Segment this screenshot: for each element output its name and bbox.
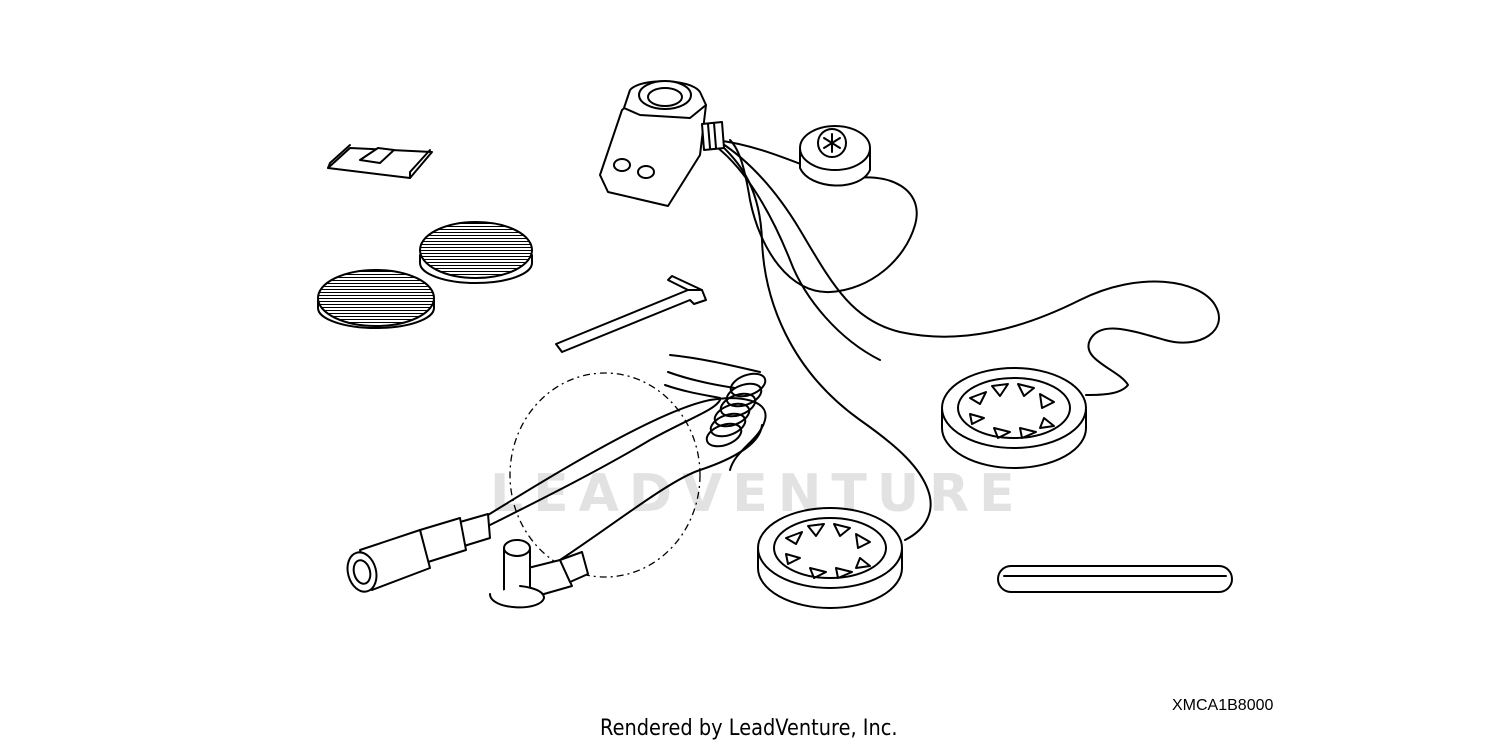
microphone-part (799, 125, 871, 187)
connector-plug-part (346, 513, 491, 593)
wiring-harness (714, 139, 1220, 541)
control-unit-part (599, 80, 725, 207)
foam-strip-part (997, 565, 1233, 593)
coiled-cable-part (479, 354, 767, 578)
hex-key-part (555, 275, 707, 353)
watermark-text: LEADVENTURE (490, 464, 1025, 524)
adhesive-tab-part (327, 144, 433, 179)
velcro-pad-part (317, 221, 533, 329)
render-credit: Rendered by LeadVenture, Inc. (600, 716, 898, 741)
speaker-part (941, 367, 1087, 469)
speaker-part (757, 507, 903, 609)
part-code-label: XMCA1B8000 (1172, 697, 1274, 714)
connector-plug-part (489, 539, 589, 609)
